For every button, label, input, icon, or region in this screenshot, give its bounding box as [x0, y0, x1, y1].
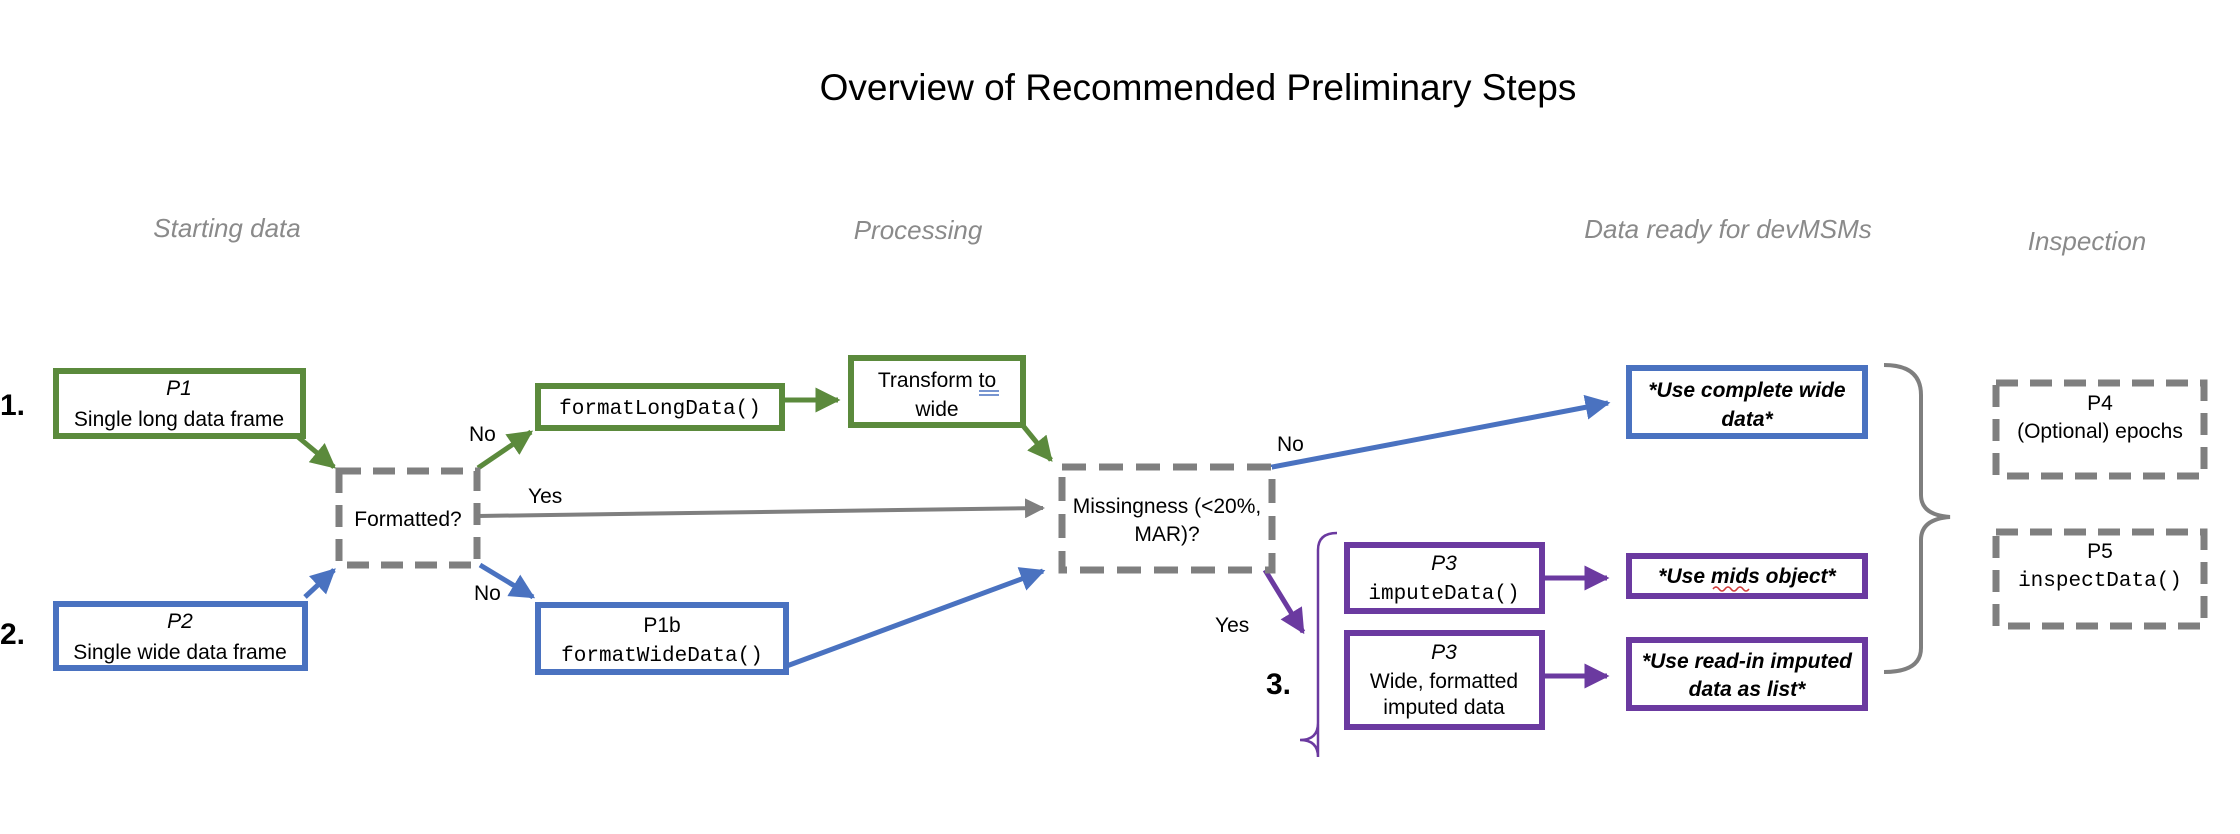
edge-label-no-bottom: No — [474, 582, 501, 605]
node-read-in: P3 Wide, formatted imputed data — [1344, 630, 1545, 730]
edge-p2-to-formatted — [303, 568, 336, 599]
edge-p1b-to-missingness — [783, 567, 1046, 670]
node-impute-tag: P3 — [1431, 552, 1457, 575]
node-p2-tag: P2 — [167, 610, 193, 633]
node-read-in-line2: imputed data — [1383, 696, 1505, 719]
edge-missingness-to-complete — [1261, 394, 1611, 472]
edge-label-yes-formatted: Yes — [528, 485, 562, 508]
node-use-list-line1: *Use read-in imputed — [1642, 650, 1853, 673]
edge-label-yes-missing: Yes — [1215, 614, 1249, 637]
node-missingness: Missingness (<20%, MAR)? — [1058, 463, 1276, 574]
node-p4-tag: P4 — [2087, 392, 2113, 415]
node-format-long: formatLongData() — [535, 383, 785, 431]
node-use-complete-line1: *Use complete wide — [1648, 379, 1846, 402]
header-inspection: Inspection — [2028, 226, 2147, 256]
node-use-complete-box — [1626, 365, 1868, 439]
node-p5: P5 inspectData() — [1992, 528, 2208, 630]
node-p4: P4 (Optional) epochs — [1992, 379, 2208, 480]
header-starting-data: Starting data — [153, 213, 300, 243]
node-p1b-box — [535, 602, 789, 675]
node-read-in-line1: Wide, formatted — [1370, 670, 1518, 693]
node-p1: P1 Single long data frame — [53, 368, 306, 439]
node-formatted-text: Formatted? — [354, 508, 461, 531]
node-impute-box — [1344, 542, 1545, 614]
node-format-long-code: formatLongData() — [559, 398, 761, 421]
node-transform-line1: Transform to — [878, 369, 996, 392]
edge-label-no-missing: No — [1277, 433, 1304, 456]
node-use-mids: *Use mids object* — [1626, 553, 1868, 599]
node-formatted-box — [335, 467, 481, 569]
node-read-in-tag: P3 — [1431, 641, 1457, 664]
node-use-complete: *Use complete wide data* — [1626, 365, 1868, 439]
edge-p1-to-formatted — [296, 435, 336, 469]
edge-transform-to-missingness — [1018, 420, 1053, 462]
header-processing: Processing — [854, 215, 983, 245]
row-number-2: 2. — [0, 618, 25, 651]
node-use-list: *Use read-in imputed data as list* — [1626, 637, 1868, 711]
edge-formatted-to-p1b — [478, 562, 536, 600]
node-p1b-tag: P1b — [643, 614, 680, 637]
row-number-1: 1. — [0, 389, 25, 422]
node-use-list-line2: data as list* — [1689, 678, 1807, 701]
node-p1-text: Single long data frame — [74, 408, 284, 431]
node-p5-box — [1992, 528, 2208, 630]
node-use-list-box — [1626, 637, 1868, 711]
node-use-mids-box — [1626, 553, 1868, 599]
node-p1b-code: formatWideData() — [561, 645, 763, 668]
node-p1b: P1b formatWideData() — [535, 602, 789, 675]
header-data-ready: Data ready for devMSMs — [1584, 214, 1872, 244]
node-read-in-box — [1344, 630, 1545, 730]
edge-formatted-to-missingness — [477, 498, 1045, 519]
node-missingness-line1: Missingness (<20%, — [1073, 495, 1262, 518]
node-p1-tag: P1 — [166, 377, 192, 400]
node-p4-box — [1992, 379, 2208, 480]
edge-missingness-to-impute — [1262, 568, 1306, 635]
node-format-long-box — [535, 383, 785, 431]
node-p1-box — [53, 368, 306, 439]
edges — [296, 387, 1611, 689]
node-transform: Transform to wide — [848, 355, 1026, 428]
node-p5-code: inspectData() — [2018, 570, 2182, 593]
node-p2-box — [53, 601, 308, 671]
node-impute: P3 imputeData() — [1344, 542, 1545, 614]
node-p4-text: (Optional) epochs — [2017, 420, 2183, 443]
node-use-complete-line2: data* — [1721, 408, 1773, 431]
node-p2: P2 Single wide data frame — [53, 601, 308, 671]
row-number-3: 3. — [1266, 668, 1291, 701]
node-missingness-line2: MAR)? — [1134, 523, 1199, 546]
node-impute-code: imputeData() — [1368, 583, 1519, 606]
diagram-title: Overview of Recommended Preliminary Step… — [820, 67, 1577, 108]
node-use-mids-text: *Use mids object* — [1658, 565, 1836, 588]
node-p2-text: Single wide data frame — [73, 641, 287, 664]
spellcheck-squiggle — [1712, 586, 1750, 592]
node-formatted: Formatted? — [335, 467, 481, 569]
node-transform-line2: wide — [914, 398, 958, 421]
gray-brace — [1883, 363, 1951, 674]
edge-formatted-to-formatlong — [476, 429, 534, 471]
purple-bracket — [1299, 531, 1338, 758]
node-missingness-box — [1058, 463, 1276, 574]
node-p5-tag: P5 — [2087, 540, 2113, 563]
edge-label-no-top: No — [469, 423, 496, 446]
